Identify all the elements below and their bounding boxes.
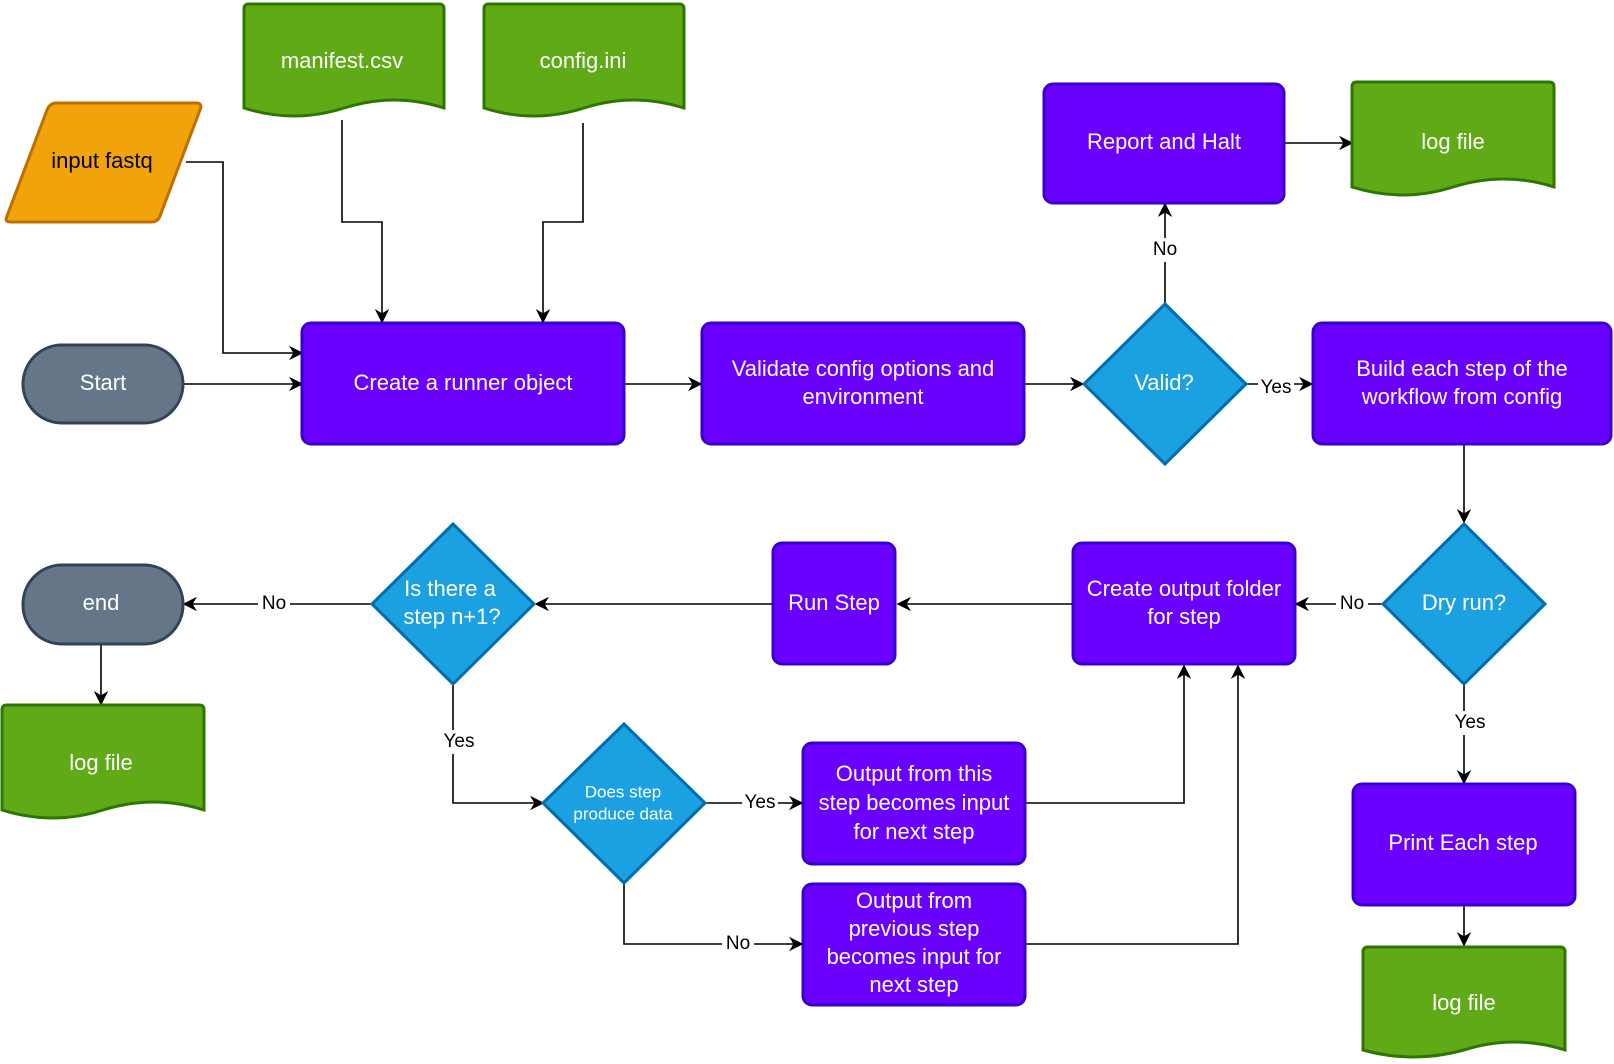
label-step-yes: Yes: [444, 731, 475, 752]
report-halt-node: Report and Halt: [1042, 82, 1286, 205]
create-output-line1: Create output folder: [1087, 576, 1281, 601]
edge-data-no-to-output-prev: [623, 883, 804, 952]
dry-run-label: Dry run?: [1422, 590, 1506, 615]
label-dry-no: No: [1340, 593, 1364, 614]
end-node: end: [21, 563, 185, 646]
manifest-document: manifest.csv: [242, 2, 446, 118]
build-steps-line1: Build each step of the: [1356, 356, 1568, 381]
config-label: config.ini: [540, 48, 627, 73]
create-runner-label: Create a runner object: [354, 370, 573, 395]
log-file-left: log file: [0, 703, 206, 820]
output-prev-line3: becomes input for: [827, 944, 1002, 969]
input-fastq-node: input fastq: [4, 101, 203, 224]
output-prev-line4: next step: [869, 972, 958, 997]
print-each-label: Print Each step: [1388, 830, 1537, 855]
label-data-yes: Yes: [745, 792, 776, 813]
create-output-line2: for step: [1147, 604, 1220, 629]
log-bottom-label: log file: [1432, 990, 1496, 1015]
edge-manifest-to-runner: [341, 120, 390, 324]
produce-data-line2: produce data: [573, 804, 673, 823]
print-each-node: Print Each step: [1351, 782, 1577, 907]
dry-run-decision: Dry run?: [1380, 521, 1548, 687]
output-prev-line2: previous step: [849, 916, 980, 941]
step-n1-decision: Is there a step n+1?: [369, 521, 537, 687]
edge-labels: No Yes No Yes No Yes Yes No: [258, 238, 1488, 956]
start-label: Start: [80, 370, 126, 395]
input-fastq-label: input fastq: [51, 148, 153, 173]
output-prev-line1: Output from: [856, 888, 972, 913]
label-step-no: No: [262, 593, 286, 614]
run-step-node: Run Step: [771, 541, 897, 666]
edge-step-yes-to-data: [452, 684, 545, 811]
label-valid-no: No: [1153, 239, 1177, 260]
validate-label-line1: Validate config options and: [732, 356, 995, 381]
start-node: Start: [21, 343, 185, 425]
valid-label: Valid?: [1134, 370, 1194, 395]
create-output-node: Create output folder for step: [1071, 541, 1297, 666]
output-prev-node: Output from previous step becomes input …: [801, 882, 1027, 1007]
output-this-line1: Output from this: [836, 761, 993, 786]
produce-data-line1: Does step: [585, 782, 662, 801]
build-steps-line2: workflow from config: [1361, 384, 1563, 409]
log-file-bottom: log file: [1361, 945, 1567, 1059]
validate-label-line2: environment: [802, 384, 923, 409]
output-this-line2: step becomes input: [819, 790, 1010, 815]
edges: [93, 120, 1472, 952]
output-this-node: Output from this step becomes input for …: [801, 741, 1027, 866]
log-top-label: log file: [1421, 129, 1485, 154]
build-steps-node: Build each step of the workflow from con…: [1311, 321, 1613, 446]
label-dry-yes: Yes: [1455, 712, 1486, 733]
config-document: config.ini: [482, 2, 686, 118]
valid-decision: Valid?: [1081, 301, 1249, 467]
log-left-label: log file: [69, 750, 133, 775]
label-data-no: No: [726, 933, 750, 954]
edge-fastq-to-runner: [186, 161, 304, 361]
run-step-label: Run Step: [788, 590, 880, 615]
edge-config-to-runner: [535, 123, 584, 324]
log-file-top: log file: [1350, 80, 1556, 197]
end-label: end: [83, 590, 120, 615]
produce-data-decision: Does step produce data: [540, 721, 708, 886]
edge-output-this-to-folder: [1025, 664, 1192, 804]
step-n1-line2: step n+1?: [403, 604, 500, 629]
output-this-line3: for next step: [853, 819, 974, 844]
step-n1-line1: Is there a: [404, 576, 496, 601]
report-halt-label: Report and Halt: [1087, 129, 1241, 154]
create-runner-node: Create a runner object: [300, 321, 626, 446]
edge-output-prev-to-folder: [1025, 664, 1246, 945]
manifest-label: manifest.csv: [281, 48, 403, 73]
validate-node: Validate config options and environment: [700, 321, 1026, 446]
label-valid-yes: Yes: [1261, 377, 1292, 398]
